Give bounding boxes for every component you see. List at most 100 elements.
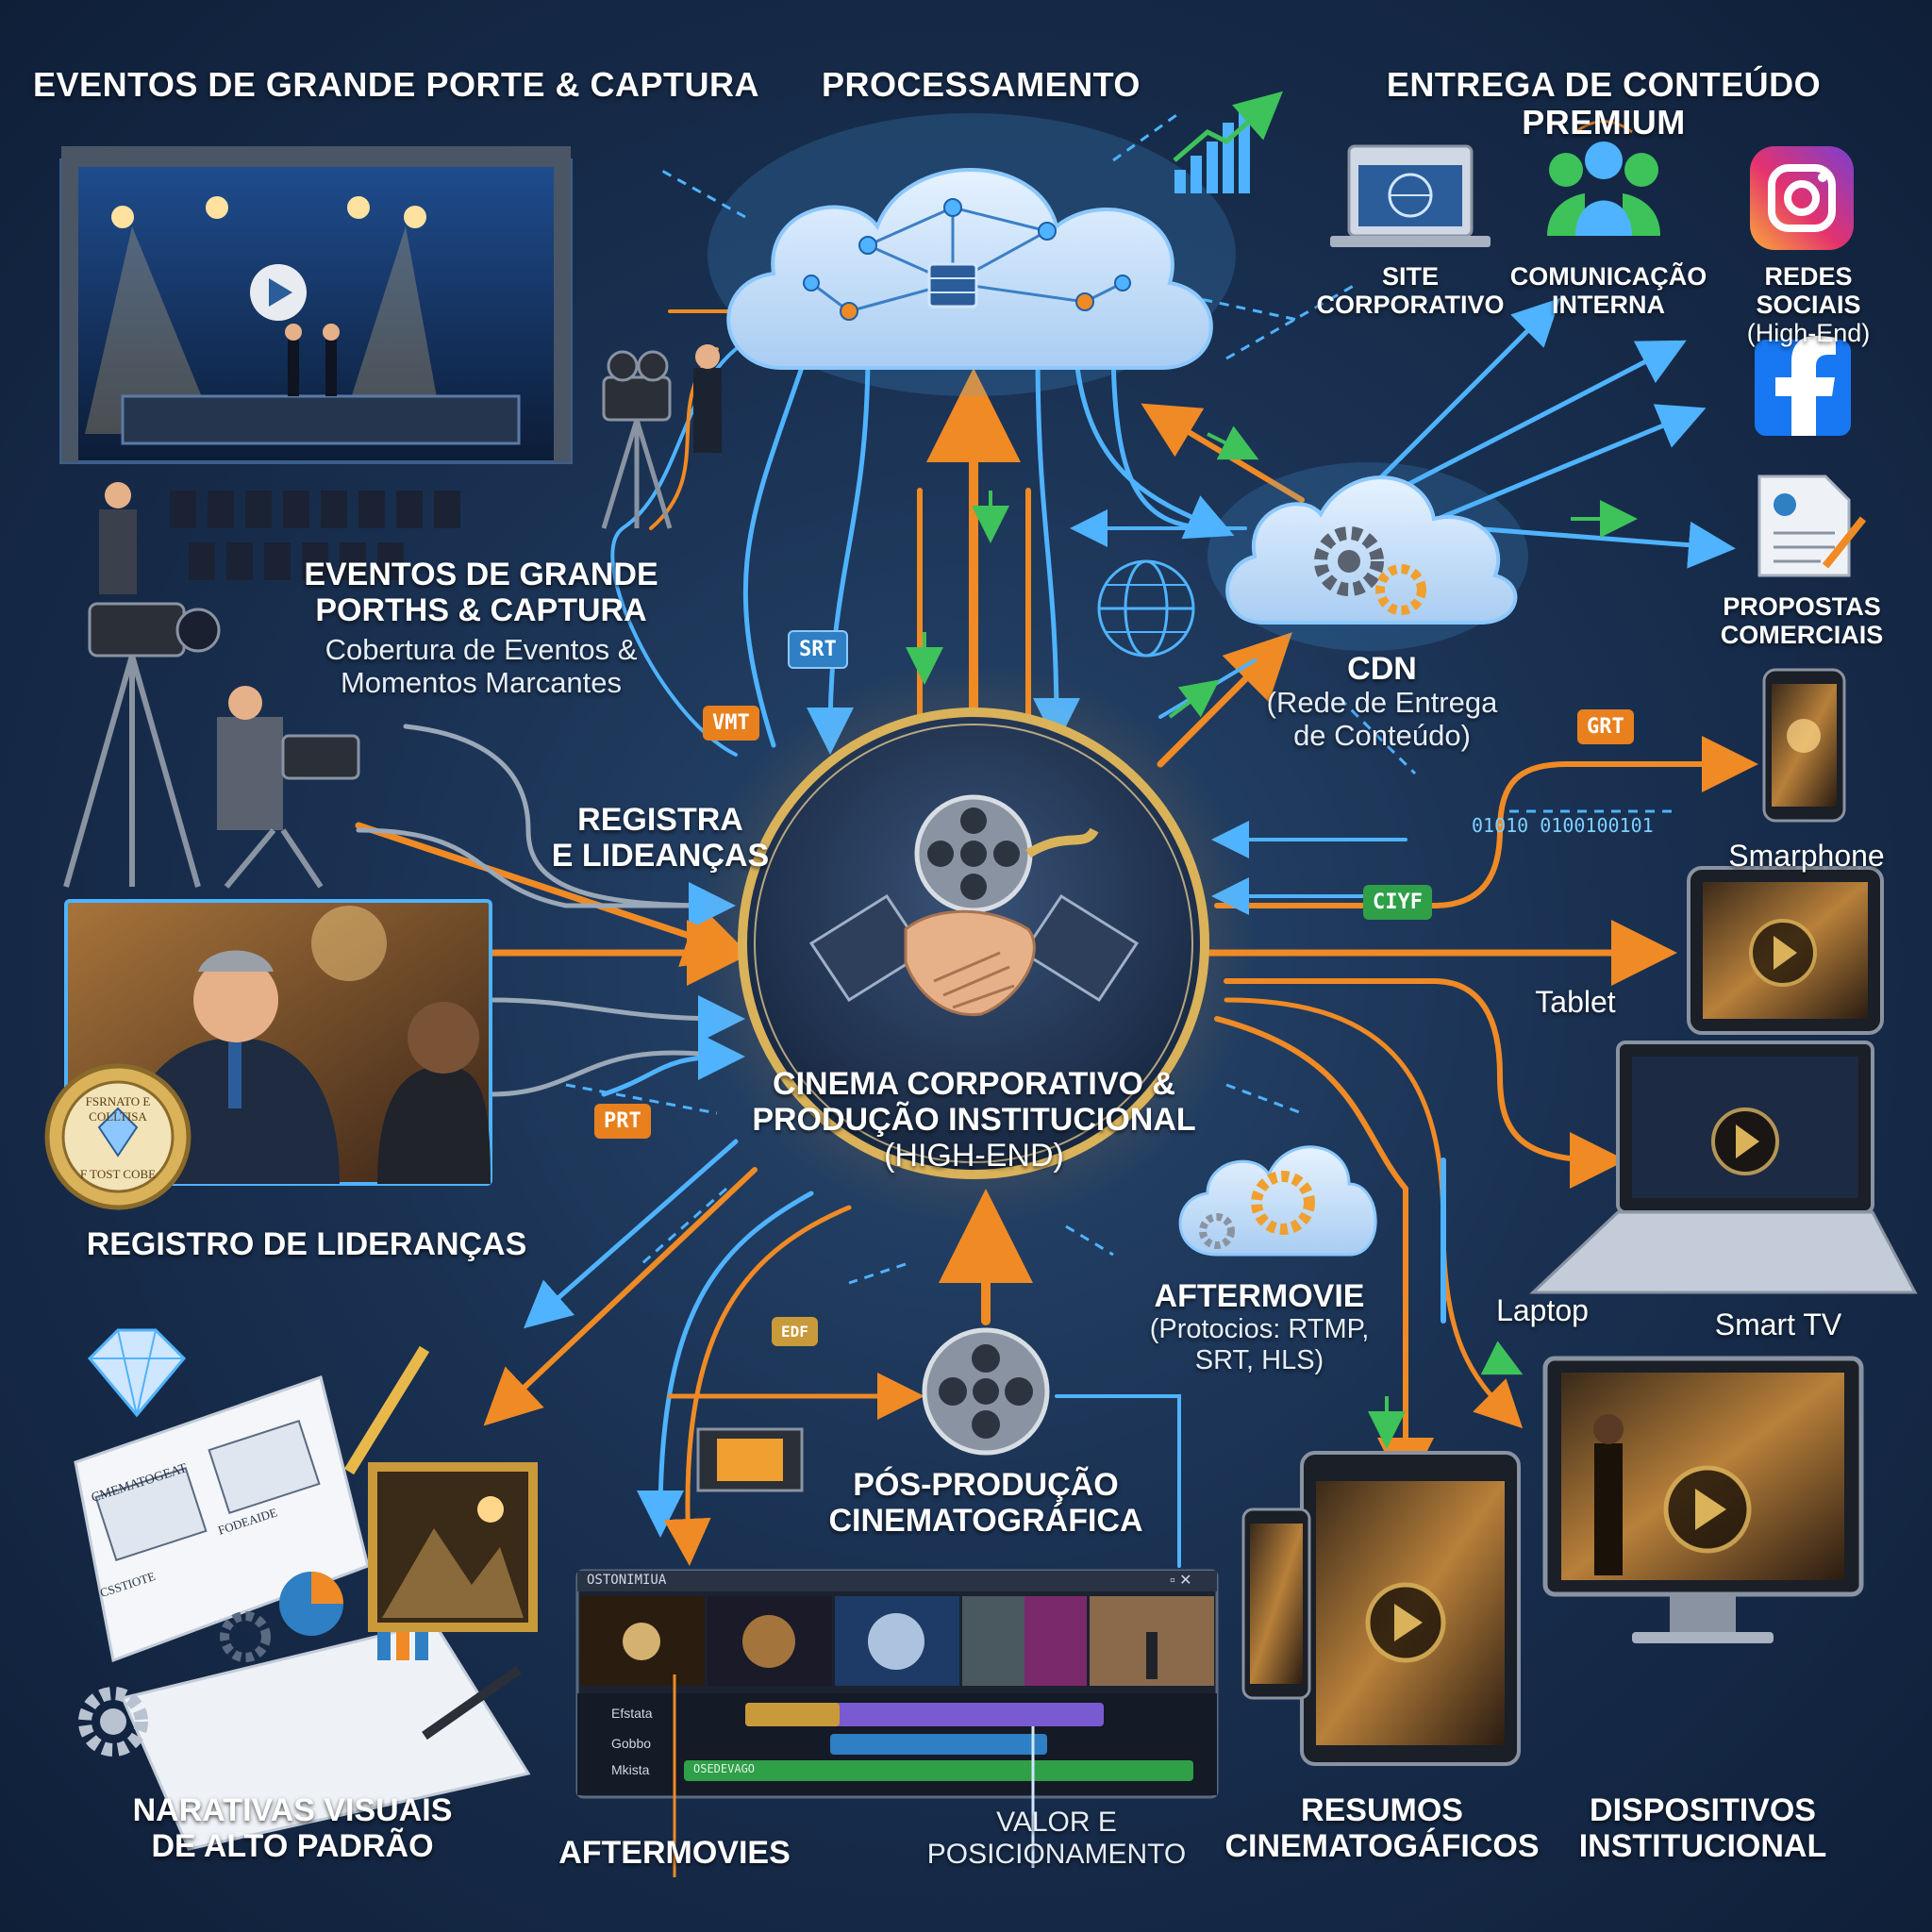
post-film-reel-icon bbox=[696, 1327, 1050, 1492]
social-line2: (High-End) bbox=[1746, 319, 1871, 348]
storyboard-icon bbox=[74, 1345, 538, 1851]
post-line2: CINEMATOGRÁFICA bbox=[828, 1503, 1143, 1540]
header-delivery: ENTREGA DE CONTEÚDO PREMIUM bbox=[1386, 65, 1822, 142]
cdn-label: CDN (Rede de Entrega de Conteúdo) bbox=[1226, 651, 1538, 753]
tag-ciyf: CIYF bbox=[1363, 885, 1432, 920]
capture-block-title-2: PORTHS & CAPTURA bbox=[315, 592, 647, 629]
summaries-line1: RESUMOS bbox=[1301, 1792, 1463, 1828]
globe-icon bbox=[1097, 559, 1195, 658]
facebook-icon bbox=[1755, 336, 1851, 436]
tag-vmt: VMT bbox=[703, 706, 759, 741]
editor-title: OSTONIMIUA bbox=[587, 1573, 667, 1588]
proposals-line2: COMERCIAIS bbox=[1720, 621, 1884, 650]
value-label: VALOR E POSICIONAMENTO bbox=[877, 1807, 1236, 1870]
tag-prt: PRT bbox=[594, 1104, 651, 1139]
cloud-network-icon bbox=[708, 113, 1236, 396]
summary-screens-icon bbox=[1241, 1451, 1521, 1766]
cdn-title: CDN bbox=[1347, 651, 1417, 687]
camera-operators bbox=[63, 482, 360, 889]
social-line1: REDES SOCIAIS bbox=[1756, 262, 1861, 320]
editor-window bbox=[575, 1569, 1219, 1877]
editor-track-2: Gobbo bbox=[611, 1736, 652, 1751]
value-line2: POSICIONAMENTO bbox=[926, 1838, 1187, 1870]
team-icon bbox=[1547, 120, 1660, 236]
narratives-line1: NARATIVAS VISUAIS bbox=[132, 1792, 453, 1828]
tag-srt: SRT bbox=[788, 630, 848, 669]
smart-tv-icon bbox=[1542, 1356, 1864, 1643]
summaries-line2: CINEMATOGÁFICOS bbox=[1224, 1828, 1540, 1865]
internal-line1: COMUNICAÇÃO bbox=[1509, 262, 1707, 291]
site-line1: SITE bbox=[1381, 262, 1439, 291]
award-seal bbox=[44, 1063, 192, 1210]
summaries-label: RESUMOS CINEMATOGÁFICOS bbox=[1208, 1792, 1557, 1864]
post-line1: PÓS-PRODUÇÃO bbox=[853, 1467, 1119, 1503]
registra-line2: E LIDEANÇAS bbox=[551, 838, 770, 874]
aftermovie-cloud-icon bbox=[1178, 1145, 1377, 1257]
green-indicators bbox=[906, 425, 1638, 1449]
capture-block-subtitle-1: Cobertura de Eventos & bbox=[325, 633, 638, 667]
tag-grt: GRT bbox=[1577, 709, 1634, 744]
aftermovies-label: AFTERMOVIES bbox=[558, 1835, 791, 1871]
narratives-label: NARATIVAS VISUAIS DE ALTO PADRÃO bbox=[75, 1792, 509, 1864]
cdn-cloud-icon bbox=[1208, 462, 1528, 651]
film-reel-icon bbox=[914, 794, 1099, 913]
seal-top-text: FSRNATO E COLLTISA bbox=[85, 1094, 151, 1124]
channel-internal-label: COMUNICAÇÃO INTERNA bbox=[1509, 262, 1707, 319]
header-capture: EVENTOS DE GRANDE PORTE & CAPTURA bbox=[33, 65, 759, 104]
play-icon bbox=[250, 264, 307, 321]
smartphone-icon bbox=[1762, 668, 1846, 823]
hub-title-line2: PRODUÇÃO INSTITUCIONAL bbox=[752, 1102, 1196, 1139]
video-camera-icon bbox=[601, 344, 722, 529]
document-icon bbox=[1757, 475, 1867, 577]
channel-proposals-label: PROPOSTAS COMERCIAIS bbox=[1698, 592, 1906, 649]
laptop-icon bbox=[1529, 1041, 1918, 1294]
instagram-icon bbox=[1750, 146, 1854, 250]
site-line2: CORPORATIVO bbox=[1316, 291, 1505, 320]
capture-block-subtitle-2: Momentos Marcantes bbox=[340, 665, 623, 699]
editor-track-1: Efstata bbox=[611, 1706, 653, 1721]
hub-title: CINEMA CORPORATIVO & PRODUÇÃO INSTITUCIO… bbox=[717, 1066, 1231, 1174]
aftermovie-label: AFTERMOVIE (Protocios: RTMP, SRT, HLS) bbox=[1113, 1278, 1406, 1375]
hub-title-line1: CINEMA CORPORATIVO & bbox=[773, 1066, 1175, 1102]
registra-line1: REGISTRA bbox=[577, 802, 743, 838]
aftermovie-line2: SRT, HLS) bbox=[1194, 1344, 1324, 1375]
cdn-line2: de Conteúdo) bbox=[1293, 718, 1471, 752]
connector-lines bbox=[355, 297, 1758, 1568]
handshake-icon bbox=[808, 893, 1140, 1017]
devices-inst-line2: INSTITUCIONAL bbox=[1578, 1828, 1827, 1865]
proposals-line1: PROPOSTAS bbox=[1723, 592, 1881, 621]
devices-inst-line1: DISPOSITIVOS bbox=[1590, 1792, 1816, 1828]
cdn-line1: (Rede de Entrega bbox=[1266, 686, 1498, 720]
editor-close-buttons[interactable]: ▫ ✕ bbox=[1170, 1573, 1192, 1589]
registra-label: REGISTRA E LIDEANÇAS bbox=[509, 802, 811, 874]
device-tablet-label: Tablet bbox=[1535, 985, 1616, 1019]
gear-icon bbox=[78, 1611, 271, 1757]
editor-track-3: Mkista bbox=[611, 1762, 650, 1777]
binary-stream: 01010 0100100101 bbox=[1472, 814, 1654, 837]
hub-title-line3: (HIGH-END) bbox=[884, 1138, 1064, 1174]
narratives-line2: DE ALTO PADRÃO bbox=[151, 1828, 434, 1865]
device-smartphone-label: Smarphone bbox=[1728, 839, 1885, 873]
header-processing: PROCESSAMENTO bbox=[822, 65, 1141, 104]
diamond-icon bbox=[87, 1328, 187, 1418]
aftermovie-line1: (Protocios: RTMP, bbox=[1149, 1314, 1370, 1345]
channel-site-label: SITE CORPORATIVO bbox=[1307, 262, 1514, 319]
editor-audio-clip: OSEDEVAGO bbox=[693, 1762, 756, 1775]
device-smarttv-caption: Smart TV bbox=[1714, 1307, 1842, 1341]
dashed-links bbox=[565, 111, 1679, 1285]
growth-chart-icon bbox=[1173, 91, 1283, 193]
tag-edf: EDF bbox=[772, 1317, 818, 1346]
internal-line2: INTERNA bbox=[1552, 291, 1665, 320]
tablet-icon bbox=[1687, 866, 1884, 1035]
aftermovie-title: AFTERMOVIE bbox=[1154, 1278, 1365, 1314]
channel-social-label: REDES SOCIAIS (High-End) bbox=[1709, 262, 1907, 348]
capture-block-label: EVENTOS DE GRANDE PORTHS & CAPTURA Cober… bbox=[283, 557, 679, 700]
seal-bottom-text: F TOST COBE bbox=[79, 1167, 157, 1181]
leaders-label: REGISTRO DE LIDERANÇAS bbox=[86, 1226, 527, 1262]
site-icon bbox=[1330, 144, 1491, 247]
devices-institutional-label: DISPOSITIVOS INSTITUCIONAL bbox=[1557, 1792, 1849, 1864]
capture-block-title-1: EVENTOS DE GRANDE bbox=[304, 557, 658, 592]
device-laptop-label: Laptop bbox=[1496, 1293, 1589, 1327]
stage-icon bbox=[59, 146, 573, 580]
